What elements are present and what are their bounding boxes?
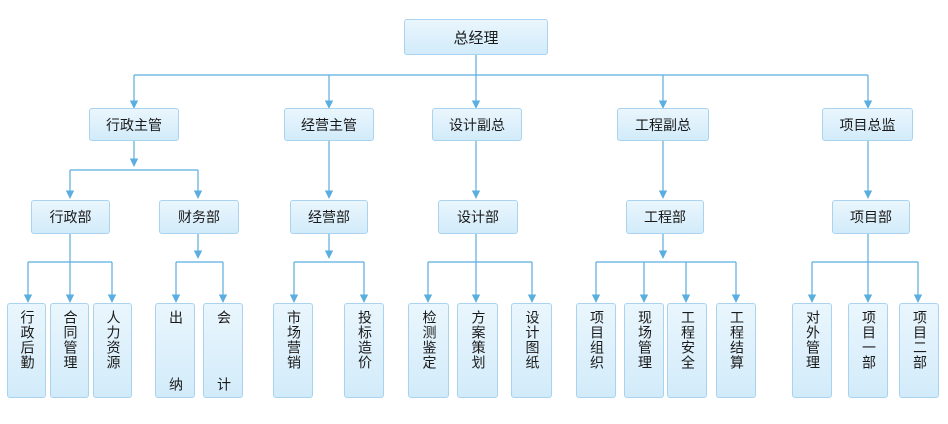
node-label: 经营部 bbox=[308, 210, 350, 226]
node-label: 财务部 bbox=[178, 210, 220, 226]
node-label: 项目组织 bbox=[588, 310, 604, 370]
node-label: 人力资源 bbox=[104, 310, 121, 370]
node-dept-design: 设计部 bbox=[438, 200, 518, 234]
node-label: 行政主管 bbox=[106, 117, 162, 134]
node-manager-project: 项目总监 bbox=[822, 108, 913, 141]
node-label: 出纳 bbox=[167, 310, 183, 392]
node-label: 经营主管 bbox=[301, 117, 357, 134]
node-label: 设计副总 bbox=[449, 117, 505, 134]
node-unit: 工程安全 bbox=[667, 303, 707, 398]
node-unit: 项目组织 bbox=[576, 303, 616, 398]
node-unit: 出纳 bbox=[155, 303, 195, 398]
node-unit: 行政后勤 bbox=[7, 303, 46, 398]
node-unit: 会计 bbox=[203, 303, 243, 398]
node-unit: 对外管理 bbox=[792, 303, 832, 398]
node-label: 项目总监 bbox=[839, 117, 896, 134]
node-label: 投标造价 bbox=[356, 310, 372, 370]
node-label: 检测鉴定 bbox=[420, 310, 437, 370]
node-dept-engineering: 工程部 bbox=[626, 200, 704, 234]
node-unit: 合同管理 bbox=[50, 303, 89, 398]
node-unit: 设计图纸 bbox=[511, 303, 552, 398]
node-label: 市场营销 bbox=[285, 310, 301, 370]
node-label: 工程结算 bbox=[728, 310, 744, 370]
node-label: 工程安全 bbox=[679, 310, 695, 370]
node-label: 项目部 bbox=[850, 210, 892, 226]
node-manager-engineering: 工程副总 bbox=[617, 108, 709, 141]
node-unit: 人力资源 bbox=[93, 303, 132, 398]
node-root: 总经理 bbox=[404, 19, 548, 55]
node-label: 项目二部 bbox=[911, 310, 927, 370]
node-label: 现场管理 bbox=[636, 310, 652, 370]
node-dept-admin: 行政部 bbox=[31, 200, 110, 234]
node-unit: 项目二部 bbox=[899, 303, 939, 398]
node-unit: 方案策划 bbox=[457, 303, 498, 398]
node-unit: 项目一部 bbox=[848, 303, 888, 398]
node-dept-finance: 财务部 bbox=[159, 200, 239, 234]
node-label: 对外管理 bbox=[804, 310, 820, 370]
node-label: 行政部 bbox=[49, 210, 92, 226]
node-dept-project: 项目部 bbox=[832, 200, 910, 234]
node-manager-design: 设计副总 bbox=[432, 108, 522, 141]
node-dept-business: 经营部 bbox=[290, 200, 368, 234]
node-label: 设计图纸 bbox=[523, 310, 540, 370]
node-label: 工程副总 bbox=[635, 117, 691, 134]
node-unit: 检测鉴定 bbox=[408, 303, 449, 398]
node-label: 行政后勤 bbox=[18, 310, 35, 370]
node-manager-admin: 行政主管 bbox=[89, 108, 179, 141]
node-label: 设计部 bbox=[457, 210, 499, 226]
node-label: 方案策划 bbox=[469, 310, 486, 370]
node-unit: 工程结算 bbox=[716, 303, 756, 398]
node-label: 工程部 bbox=[644, 210, 686, 226]
node-label: 总经理 bbox=[453, 28, 499, 47]
node-manager-business: 经营主管 bbox=[284, 108, 374, 141]
node-label: 会计 bbox=[215, 310, 231, 392]
node-unit: 市场营销 bbox=[273, 303, 313, 398]
node-label: 合同管理 bbox=[61, 310, 78, 370]
node-label: 项目一部 bbox=[860, 310, 876, 370]
node-unit: 现场管理 bbox=[624, 303, 664, 398]
node-unit: 投标造价 bbox=[344, 303, 384, 398]
